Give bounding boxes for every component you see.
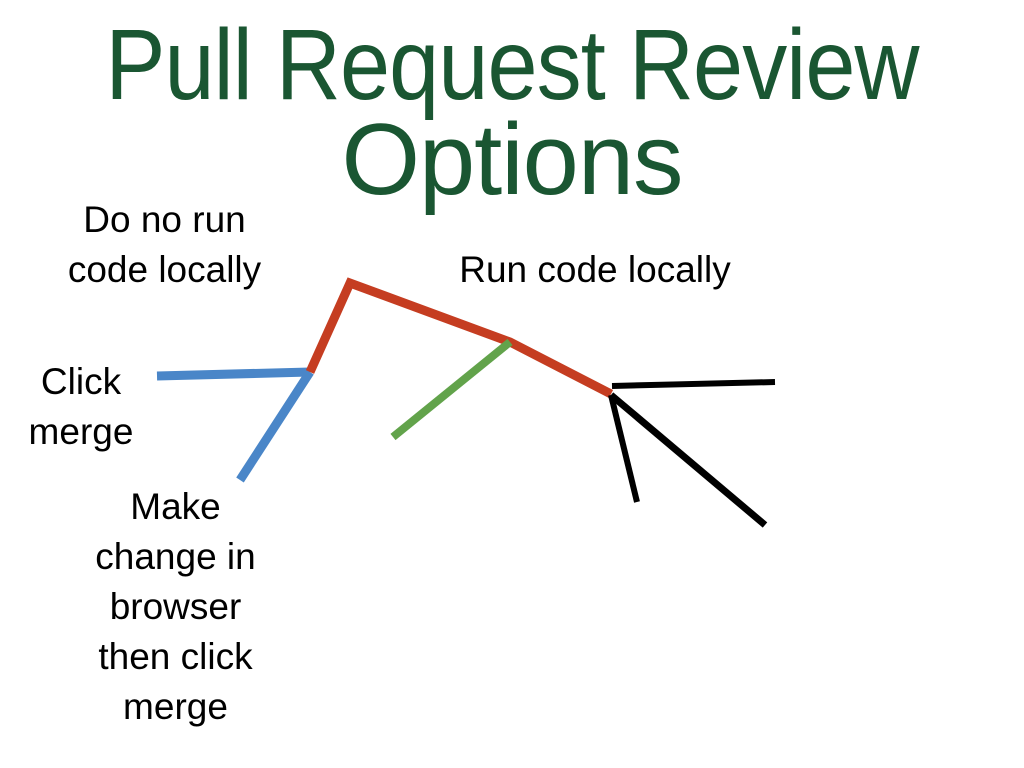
main-trunk-line [305, 277, 614, 399]
merge-branch-diagonal-line [608, 392, 768, 528]
label-run-code-locally: Run code locally [459, 249, 731, 290]
page-title-line-1: Pull Request Review [105, 9, 919, 121]
label-click-merge: Click merge [28, 361, 134, 452]
merge-branch-steep-line [608, 394, 640, 503]
label-do-not-run-locally: Do no run code locally [67, 199, 262, 290]
merge-branch-horizontal-line [611, 379, 776, 389]
label-make-change-browser: Make change in browser then click merge [95, 486, 256, 727]
make-change-browser-branch-line [236, 369, 314, 483]
click-merge-branch-line [156, 367, 311, 381]
run-code-locally-branch-line [390, 338, 513, 441]
page-title-line-2: Options [341, 104, 683, 216]
page-title: Pull Request Review Options [0, 9, 1024, 216]
